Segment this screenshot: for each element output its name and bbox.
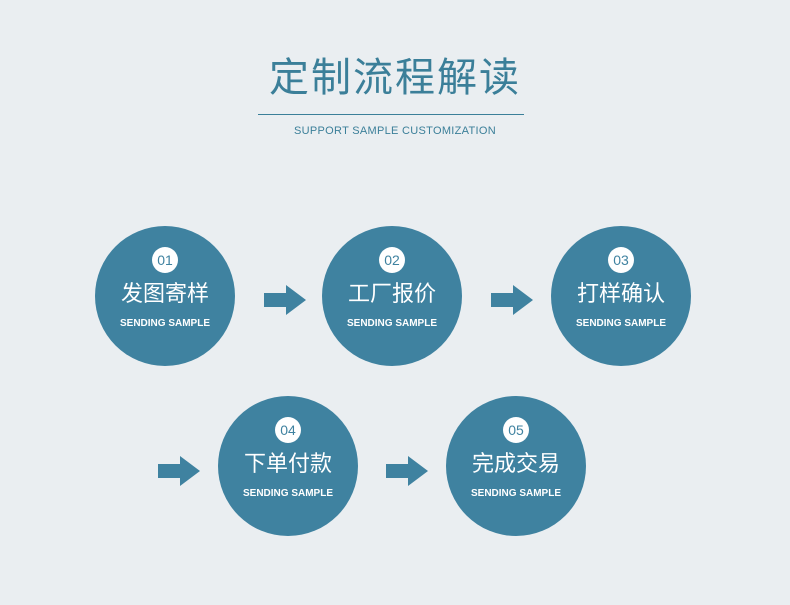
page-title: 定制流程解读 — [269, 55, 521, 101]
step-number-badge: 02 — [379, 247, 405, 273]
right-arrow-icon — [264, 285, 306, 315]
step-sublabel: SENDING SAMPLE — [575, 318, 666, 329]
step-number-badge: 05 — [503, 417, 529, 443]
step-circle-2: 02 工厂报价 SENDING SAMPLE — [322, 226, 462, 366]
step-circle-1: 01 发图寄样 SENDING SAMPLE — [95, 226, 235, 366]
step-number-badge: 01 — [152, 247, 178, 273]
right-arrow-icon — [491, 285, 533, 315]
step-sublabel: SENDING SAMPLE — [242, 488, 333, 499]
title-divider — [258, 114, 524, 115]
step-circle-5: 05 完成交易 SENDING SAMPLE — [446, 396, 586, 536]
step-label: 完成交易 — [471, 452, 560, 477]
step-label: 打样确认 — [576, 282, 665, 307]
page-subtitle: SUPPORT SAMPLE CUSTOMIZATION — [294, 125, 496, 137]
step-label: 发图寄样 — [120, 282, 209, 307]
step-label: 工厂报价 — [347, 282, 436, 307]
step-number-badge: 04 — [275, 417, 301, 443]
right-arrow-icon — [158, 456, 200, 486]
step-sublabel: SENDING SAMPLE — [346, 318, 437, 329]
right-arrow-icon — [386, 456, 428, 486]
step-sublabel: SENDING SAMPLE — [119, 318, 210, 329]
step-sublabel: SENDING SAMPLE — [470, 488, 561, 499]
step-circle-4: 04 下单付款 SENDING SAMPLE — [218, 396, 358, 536]
step-number-badge: 03 — [608, 247, 634, 273]
step-circle-3: 03 打样确认 SENDING SAMPLE — [551, 226, 691, 366]
step-label: 下单付款 — [243, 452, 332, 477]
